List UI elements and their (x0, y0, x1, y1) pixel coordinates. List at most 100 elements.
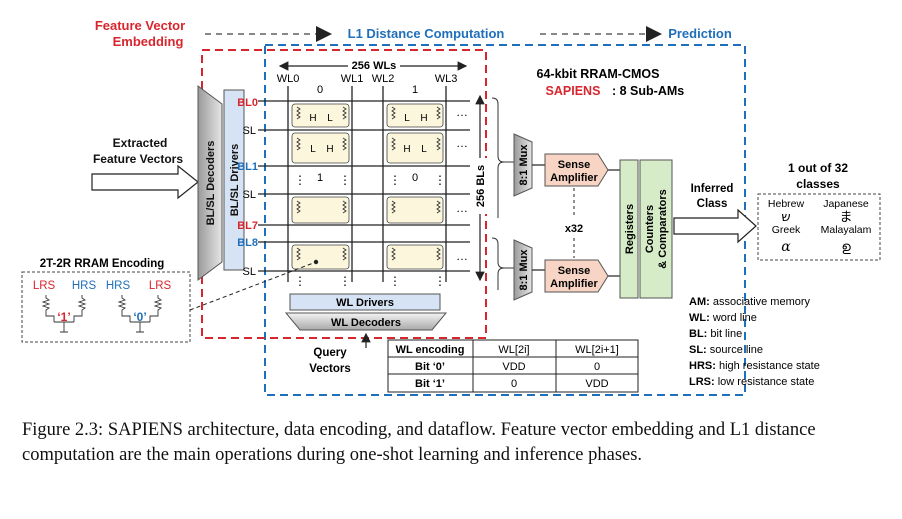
inferred-label-2: Class (697, 198, 728, 210)
table-row0-wl2i1: 0 (594, 361, 600, 373)
table-row0-wl2i: VDD (502, 361, 525, 373)
legend-item-sl: SL: source line (689, 344, 763, 356)
table-row1-wl2i1: VDD (585, 378, 608, 390)
query-label-2: Vectors (309, 363, 351, 375)
vdots-7: ⋮ (389, 274, 401, 288)
sa-top-line2: Amplifier (550, 172, 598, 184)
cell-r0-c0-h: H (309, 113, 316, 124)
bl-sl-decoders-label: BL/SL Decoders (205, 141, 217, 226)
chip-sub: : 8 Sub-AMs (612, 84, 684, 98)
vdots-1: ⋮ (294, 173, 306, 187)
glyph-japanese: ま (839, 210, 852, 225)
table-row0-label: Bit ‘0’ (415, 361, 445, 373)
mux-top-label: 8:1 Mux (518, 144, 530, 186)
legend-item-am: AM: associative memory (689, 296, 811, 308)
counters-block (639, 159, 673, 299)
legend-item-bl: BL: bit line (689, 328, 742, 340)
counters-label-2: & Comparators (657, 189, 669, 268)
figure-caption: Figure 2.3: SAPIENS architecture, data e… (22, 420, 816, 465)
wl-drivers-label: WL Drivers (336, 297, 394, 309)
vdots-2: ⋮ (339, 173, 351, 187)
wl-label-3: WL3 (435, 73, 458, 85)
cell-resistors (296, 106, 441, 261)
top-bit-0: 0 (317, 84, 323, 96)
registers-label: Registers (624, 204, 636, 254)
wl-label-1: WL1 (341, 73, 364, 85)
array-grid (258, 86, 470, 282)
registers-block (619, 159, 639, 299)
input-arrow (91, 164, 199, 200)
sa-bottom-line2: Amplifier (550, 278, 598, 290)
top-bit-1: 1 (412, 84, 418, 96)
cell-r1-c0-l: L (310, 144, 316, 155)
array-cells (291, 103, 444, 270)
table-row1-label: Bit ‘1’ (415, 378, 445, 390)
class-name-greek: Greek (772, 224, 801, 236)
mux-top (513, 133, 533, 197)
enc-bit-one: ‘1’ (57, 310, 70, 324)
enc-bit-zero: ‘0’ (133, 310, 146, 324)
abbreviation-legend: AM: associative memory WL: word line BL:… (689, 296, 820, 388)
mid-bit-0: 1 (317, 172, 323, 184)
cell-r1-c0 (291, 132, 350, 164)
mux-input-brackets (491, 97, 514, 290)
class-name-hebrew: Hebrew (768, 198, 805, 210)
class-name-malayalam: Malayalam (821, 224, 872, 236)
classes-title-1: 1 out of 32 (788, 161, 848, 175)
bls-label: 256 BLs (475, 165, 487, 207)
bl-label-0: BL0 (237, 97, 258, 109)
input-label-2: Feature Vectors (93, 152, 183, 166)
wl-label-2: WL2 (372, 73, 395, 85)
wl-drivers (289, 293, 441, 311)
wl-label-0: WL0 (277, 73, 300, 85)
wl-decoders-label: WL Decoders (331, 317, 401, 329)
cell-r0-c0 (291, 103, 350, 128)
inferred-label-1: Inferred (691, 183, 734, 195)
sense-amplifier-top (544, 153, 609, 187)
wl-decoders (284, 312, 448, 331)
input-label-1: Extracted (113, 136, 168, 150)
legend-item-wl: WL: word line (689, 312, 757, 324)
mid-bit-1: 0 (412, 172, 418, 184)
encoding-title: 2T-2R RRAM Encoding (40, 258, 165, 270)
hdots-1: … (456, 105, 468, 119)
legend-item-hrs: HRS: high resistance state (689, 360, 820, 372)
table-header-encoding: WL encoding (396, 344, 465, 356)
cell-r0-c0-l: L (327, 113, 333, 124)
stage-l1-label: L1 Distance Computation (348, 26, 505, 41)
classes-box (757, 193, 881, 261)
table-header-wl2i1: WL[2i+1] (575, 344, 619, 356)
glyph-malayalam: ഉ (841, 240, 851, 255)
chip-brand: SAPIENS (546, 84, 601, 98)
vdots-8: ⋮ (434, 274, 446, 288)
bls-label-bg (472, 158, 488, 214)
bl-label-1: BL1 (237, 161, 258, 173)
legend-item-lrs: LRS: low resistance state (689, 376, 814, 388)
cell-r0-c1-l: L (404, 113, 410, 124)
query-label-1: Query (313, 347, 347, 359)
bl-label-7: BL7 (237, 220, 258, 232)
cell-r3-c0 (291, 244, 350, 270)
wl-encoding-table (387, 339, 639, 393)
sa-bottom-line1: Sense (558, 265, 590, 277)
cell-r1-c1-l: L (421, 144, 427, 155)
cell-r0-c1 (386, 103, 444, 128)
cell-r1-c1 (386, 132, 444, 164)
vdots-5: ⋮ (294, 274, 306, 288)
cell-r3-c1 (386, 244, 444, 270)
cell-r0-c1-h: H (420, 113, 427, 124)
stage-embedding-label-1: Feature Vector (95, 18, 185, 33)
bl-sl-drivers (223, 89, 245, 271)
output-arrow (673, 208, 757, 244)
encoding-circuits (41, 295, 163, 333)
sl-label-1: SL (243, 189, 256, 201)
hdots-2: … (456, 136, 468, 150)
sa-top-line1: Sense (558, 159, 590, 171)
wls-label: 256 WLs (352, 60, 397, 72)
sense-amplifier-bottom (544, 259, 609, 293)
encoding-link (189, 261, 317, 311)
table-header-wl2i: WL[2i] (498, 344, 529, 356)
chip-title: 64-kbit RRAM-CMOS (537, 67, 660, 81)
vdots-3: ⋮ (389, 173, 401, 187)
wls-label-bg (348, 58, 400, 72)
